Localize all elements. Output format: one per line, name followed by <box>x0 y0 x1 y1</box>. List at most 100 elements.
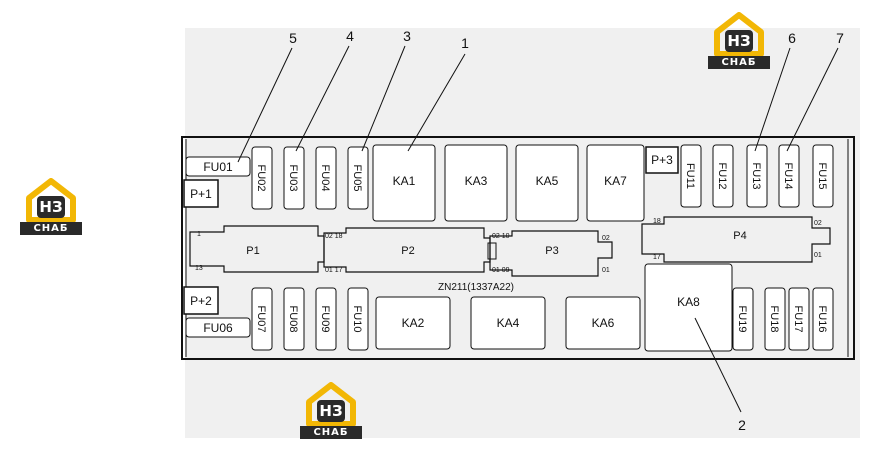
callout-2: 2 <box>694 317 746 433</box>
connector-p1-pin-top: 1 <box>197 231 201 238</box>
callout-4: 4 <box>295 28 354 152</box>
connector-p4-label: P4 <box>733 230 746 242</box>
fuse-fu17-label: FU17 <box>792 306 804 333</box>
fuse-box-board <box>181 136 855 360</box>
house-icon <box>26 178 76 222</box>
fuse-fu10: FU10 <box>347 287 369 351</box>
relay-ka4-label: KA4 <box>497 316 520 330</box>
fuse-fu13: FU13 <box>746 144 768 208</box>
fuse-fu11: FU11 <box>680 144 702 208</box>
fuse-fu12: FU12 <box>712 144 734 208</box>
connector-p4-pin-top-left: 18 <box>653 218 661 225</box>
relay-ka2: KA2 <box>375 296 451 350</box>
fuse-fu02: FU02 <box>251 146 273 210</box>
logo-mark: НЗ <box>317 400 345 422</box>
fuse-fu13-label: FU13 <box>750 163 762 190</box>
fuse-fu06: FU06 <box>185 317 251 338</box>
relay-ka3: KA3 <box>444 144 508 222</box>
brand-logo-left: НЗ СНАБ <box>20 178 82 236</box>
relay-ka1: KA1 <box>372 144 436 222</box>
fuse-fu15: FU15 <box>812 144 834 208</box>
fuse-fu18: FU18 <box>764 287 786 351</box>
callout-5-number: 5 <box>289 30 297 46</box>
connector-p1: P1 1 13 <box>189 225 325 273</box>
fuse-fu05-label: FU05 <box>351 165 363 192</box>
relay-ka6: KA6 <box>565 296 641 350</box>
connector-p2-label: P2 <box>401 245 414 257</box>
callout-7-number: 7 <box>836 30 844 46</box>
fuse-fu03: FU03 <box>283 146 305 210</box>
logo-mark: НЗ <box>37 196 65 218</box>
fuse-fu03-label: FU03 <box>287 165 299 192</box>
house-icon <box>714 12 764 56</box>
fuse-fu19-label: FU19 <box>736 306 748 333</box>
callout-4-number: 4 <box>346 28 354 44</box>
callout-7: 7 <box>786 30 844 152</box>
relay-ka8: KA8 <box>644 263 733 352</box>
fuse-fu05: FU05 <box>347 146 369 210</box>
relay-ka5-label: KA5 <box>536 174 559 188</box>
relay-ka6-label: KA6 <box>592 316 615 330</box>
connector-p2-pin-top-left: 02 18 <box>325 233 343 240</box>
fuse-fu08-label: FU08 <box>287 306 299 333</box>
fuse-fu07: FU07 <box>251 287 273 351</box>
terminal-p+1: P+1 <box>183 179 219 208</box>
connector-p4-pin-top-right: 02 <box>814 220 822 227</box>
connector-p3-pin-top: 02 <box>602 235 610 242</box>
fuse-fu07-label: FU07 <box>255 306 267 333</box>
connector-p4-pin-bottom-left: 17 <box>653 254 661 261</box>
fuse-fu08: FU08 <box>283 287 305 351</box>
logo-brand-text: СНАБ <box>300 426 362 439</box>
connector-p4: P4 18 17 02 01 <box>641 216 831 263</box>
connector-p3-pin-bottom: 01 <box>602 267 610 274</box>
relay-ka3-label: KA3 <box>465 174 488 188</box>
fuse-fu15-label: FU15 <box>816 163 828 190</box>
callout-1: 1 <box>407 35 469 152</box>
terminal-p+3-label: P+3 <box>651 153 673 167</box>
brand-logo-top-right: НЗ СНАБ <box>708 12 770 70</box>
fuse-fu06-label: FU06 <box>203 321 233 335</box>
fuse-fu01: FU01 <box>185 156 251 177</box>
fuse-fu17: FU17 <box>788 287 810 351</box>
relay-ka7-label: KA7 <box>604 174 627 188</box>
fuse-fu18-label: FU18 <box>768 306 780 333</box>
fuse-fu04-label: FU04 <box>319 165 331 192</box>
callout-6-number: 6 <box>788 30 796 46</box>
relay-ka5: KA5 <box>515 144 579 222</box>
fuse-fu16: FU16 <box>812 287 834 351</box>
fuse-fu01-label: FU01 <box>203 160 233 174</box>
callout-3: 3 <box>361 28 411 152</box>
fuse-fu14: FU14 <box>778 144 800 208</box>
connector-p1-pin-bottom: 13 <box>195 265 203 272</box>
relay-ka4: KA4 <box>470 296 546 350</box>
terminal-p+2-label: P+2 <box>190 294 212 308</box>
logo-brand-text: СНАБ <box>708 56 770 69</box>
fuse-fu14-label: FU14 <box>782 163 794 190</box>
relay-ka2-label: KA2 <box>402 316 425 330</box>
connector-p4-pin-bottom-right: 01 <box>814 252 822 259</box>
house-icon <box>306 382 356 426</box>
connector-p2-pin-bottom-left: 01 17 <box>325 267 343 274</box>
fuse-fu19: FU19 <box>732 287 754 351</box>
relay-ka8-label: KA8 <box>677 295 700 309</box>
relay-ka7: KA7 <box>586 144 645 222</box>
connector-p3: P3 02 01 <box>487 230 613 277</box>
callout-1-number: 1 <box>461 35 469 51</box>
terminal-p+3: P+3 <box>645 146 679 174</box>
fuse-fu12-label: FU12 <box>716 163 728 190</box>
callout-3-number: 3 <box>403 28 411 44</box>
fuse-fu09-label: FU09 <box>319 306 331 333</box>
drawing-background <box>185 28 860 438</box>
callout-6: 6 <box>754 30 796 152</box>
brand-logo-bottom: НЗ СНАБ <box>300 382 362 440</box>
connector-p2: P2 02 18 01 17 02 10 01 09 <box>323 227 510 274</box>
board-part-number: ZN211(1337A22) <box>438 282 514 293</box>
connector-p3-label: P3 <box>545 245 558 257</box>
terminal-p+1-label: P+1 <box>190 187 212 201</box>
fuse-fu04: FU04 <box>315 146 337 210</box>
relay-ka1-label: KA1 <box>393 174 416 188</box>
fuse-fu11-label: FU11 <box>684 163 696 189</box>
fuse-fu10-label: FU10 <box>351 306 363 333</box>
logo-mark: НЗ <box>725 30 753 52</box>
